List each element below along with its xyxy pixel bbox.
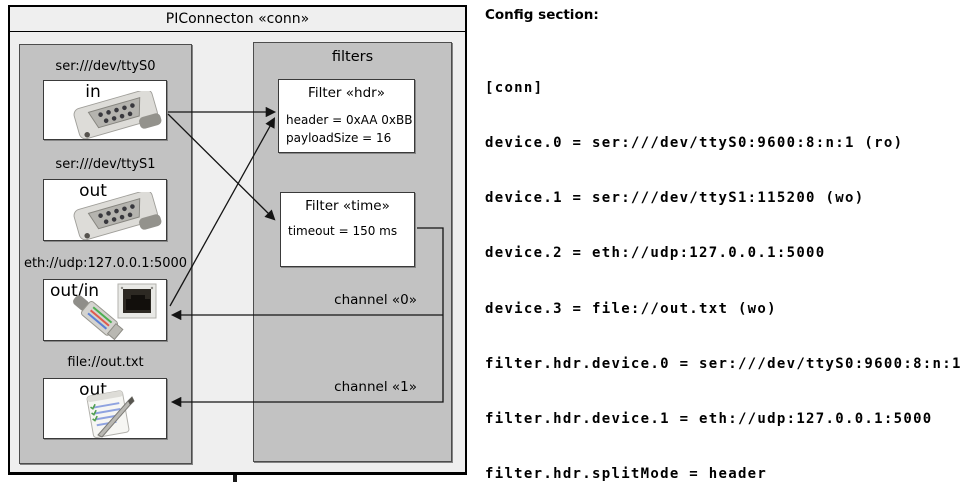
filter-time-title: Filter «time» [305,198,390,214]
config-line: filter.hdr.device.0 = ser:///dev/ttyS0:9… [485,355,962,372]
device-box-eth: out/in [43,279,167,341]
device-label-ttys1: ser:///dev/ttyS1 [55,157,156,172]
port-label: out/in [50,281,100,301]
config-line: device.3 = file://out.txt (wo) [485,300,777,317]
device-label-file: file://out.txt [67,355,144,370]
channel-1-label: channel «1» [334,379,417,395]
port-label: in [85,82,101,102]
filter-hdr-prop-payloadsize: payloadSize = 16 [286,131,392,145]
config-line: filter.hdr.splitMode = header [485,466,768,483]
device-box-file: out [43,378,167,439]
port-label: out [79,380,107,400]
config-section-heading: Config section: [485,7,599,23]
config-text-block: [conn] device.0 = ser:///dev/ttyS0:9600:… [485,42,964,484]
frame-bottom-tick [233,475,237,482]
config-line: device.0 = ser:///dev/ttyS0:9600:8:n:1 (… [485,135,904,152]
config-line: device.1 = ser:///dev/ttyS1:115200 (wo) [485,190,865,207]
channel-0-label: channel «0» [334,292,417,308]
port-label: out [79,181,107,201]
diagram-title: PIConnecton «conn» [10,7,465,32]
config-line: device.2 = eth://udp:127.0.0.1:5000 [485,245,826,262]
filter-hdr-prop-header: header = 0xAA 0xBB [286,113,413,127]
device-box-ttys1: out [43,179,167,241]
filter-hdr-title: Filter «hdr» [308,85,385,101]
filter-hdr-box: Filter «hdr» header = 0xAA 0xBB payloadS… [278,79,415,153]
config-line: filter.hdr.device.1 = eth://udp:127.0.0.… [485,411,933,428]
device-label-ttys0: ser:///dev/ttyS0 [55,59,156,74]
config-line: [conn] [485,79,544,96]
filter-time-prop-timeout: timeout = 150 ms [288,224,398,238]
device-box-ttys0: in [43,80,167,140]
device-label-eth: eth://udp:127.0.0.1:5000 [23,256,188,271]
filters-panel-title: filters [331,49,374,65]
filter-time-box: Filter «time» timeout = 150 ms [280,192,415,267]
